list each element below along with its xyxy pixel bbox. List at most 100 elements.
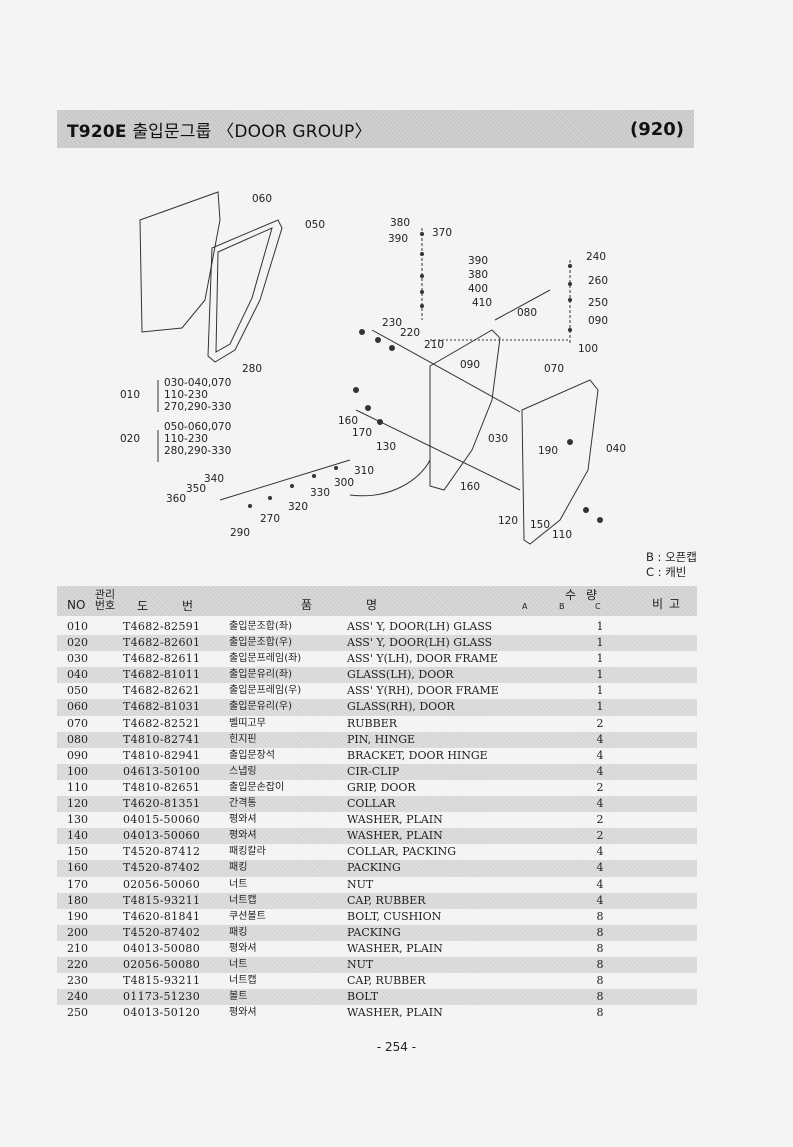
- cell-no: 190: [67, 909, 88, 923]
- cell-qty: 1: [596, 652, 604, 666]
- cell-part-no: T4620-81841: [123, 909, 201, 923]
- cell-name-en: ASS' Y(LH), DOOR FRAME: [347, 652, 498, 666]
- cell-name-en: COLLAR: [347, 797, 396, 811]
- callout-label: 240: [586, 251, 606, 263]
- cell-part-no: T4810-82741: [123, 732, 201, 746]
- callout-label: 380: [390, 217, 410, 229]
- callout-label: 310: [354, 465, 374, 477]
- cell-name-kr: 패킹칼라: [229, 846, 266, 858]
- cell-name-en: PACKING: [347, 861, 401, 875]
- cell-part-no: 04013-50080: [123, 941, 201, 955]
- cell-part-no: T4815-93211: [123, 974, 201, 988]
- cell-name-en: WASHER, PLAIN: [347, 941, 443, 955]
- cell-name-kr: 출입문조합(우): [229, 637, 293, 649]
- arrow-curve: [349, 459, 431, 497]
- cell-name-en: CIR-CLIP: [347, 764, 400, 778]
- group-code: T920E: [67, 121, 127, 142]
- cell-part-no: T4810-82651: [123, 780, 201, 794]
- table-row: 020 T4682-82601 출입문조합(우) ASS' Y, DOOR(LH) G…: [57, 635, 697, 652]
- callout-label: 260: [588, 275, 608, 287]
- callout-label: 050: [305, 219, 325, 231]
- cell-no: 020: [67, 636, 88, 650]
- callout-label: 170: [352, 427, 372, 439]
- page-number: - 254 -: [376, 1040, 417, 1054]
- assembly-line: 030-040,070: [164, 377, 231, 389]
- cell-name-kr: 너트캡: [229, 975, 257, 987]
- callout-label: 090: [588, 315, 608, 327]
- cell-qty: 1: [596, 620, 604, 633]
- cell-qty: 8: [596, 941, 604, 955]
- callout-label: 190: [538, 445, 558, 457]
- cell-name-kr: 출입문조합(좌): [229, 621, 293, 632]
- header-qty-a: A: [522, 602, 528, 611]
- callout-label: 360: [166, 493, 186, 505]
- assembly-line-1: [371, 329, 521, 413]
- cell-name-kr: 출입문유리(우): [229, 701, 293, 713]
- cell-part-no: 02056-50080: [123, 957, 201, 971]
- legend-c: C : 캐빈: [646, 565, 687, 579]
- door-frame-rh-shape: [207, 219, 283, 363]
- header-remarks: 비고: [652, 597, 687, 611]
- cell-name-en: RUBBER: [347, 716, 398, 730]
- header-part-no: 도번: [137, 599, 228, 613]
- cell-name-kr: 평와셔: [229, 942, 257, 954]
- cell-no: 060: [67, 700, 88, 714]
- callout-label: 320: [288, 501, 308, 513]
- cell-no: 090: [67, 748, 88, 762]
- cell-qty: 4: [596, 748, 604, 762]
- cell-no: 140: [67, 829, 88, 843]
- cell-part-no: T4682-82601: [123, 636, 201, 650]
- cell-part-no: 02056-50060: [123, 877, 201, 891]
- cell-part-no: 04015-50060: [123, 813, 201, 827]
- cell-part-no: T4682-82621: [123, 684, 201, 698]
- door-frame-lh-shape: [429, 329, 501, 491]
- cell-no: 240: [67, 990, 88, 1004]
- assembly-line: 270,290-330: [164, 401, 231, 413]
- cell-name-kr: 출입문프레임(좌): [229, 653, 302, 665]
- assembly-line: 110-230: [164, 389, 208, 401]
- cell-qty: 4: [596, 845, 604, 859]
- callout-label: 410: [472, 297, 492, 309]
- cell-name-en: ASS' Y, DOOR(LH) GLASS: [347, 636, 493, 650]
- cell-name-en: GLASS(LH), DOOR: [347, 668, 454, 682]
- cell-part-no: 04013-50120: [123, 1006, 201, 1020]
- callout-label: 230: [382, 317, 402, 329]
- group-title-kr: 출입문그룹: [132, 121, 212, 142]
- cell-part-no: 04013-50060: [123, 829, 201, 843]
- callout-label: 330: [310, 487, 330, 499]
- door-glass-rh-shape: [139, 191, 221, 333]
- cell-name-kr: 너트캡: [229, 894, 257, 906]
- cell-qty: 1: [596, 700, 604, 714]
- group-number: (920): [629, 118, 684, 140]
- cell-qty: 2: [596, 813, 604, 827]
- callout-label: 070: [544, 363, 564, 375]
- cell-part-no: T4815-93211: [123, 893, 201, 907]
- cell-part-no: T4810-82941: [123, 748, 201, 762]
- cell-no: 160: [67, 861, 88, 875]
- cell-name-en: GLASS(RH), DOOR: [347, 700, 455, 714]
- callout-label: 110: [552, 529, 572, 541]
- cell-no: 080: [67, 732, 88, 746]
- callout-label: 220: [400, 327, 420, 339]
- callout-label: 390: [388, 233, 408, 245]
- callout-label: 400: [468, 283, 488, 295]
- assembly-line-2: [355, 409, 521, 491]
- cell-name-kr: 평와셔: [229, 1007, 257, 1019]
- header-qty-c: C: [595, 602, 601, 611]
- callout-label: 130: [376, 441, 396, 453]
- cell-qty: 1: [596, 668, 604, 682]
- cell-qty: 2: [596, 829, 604, 843]
